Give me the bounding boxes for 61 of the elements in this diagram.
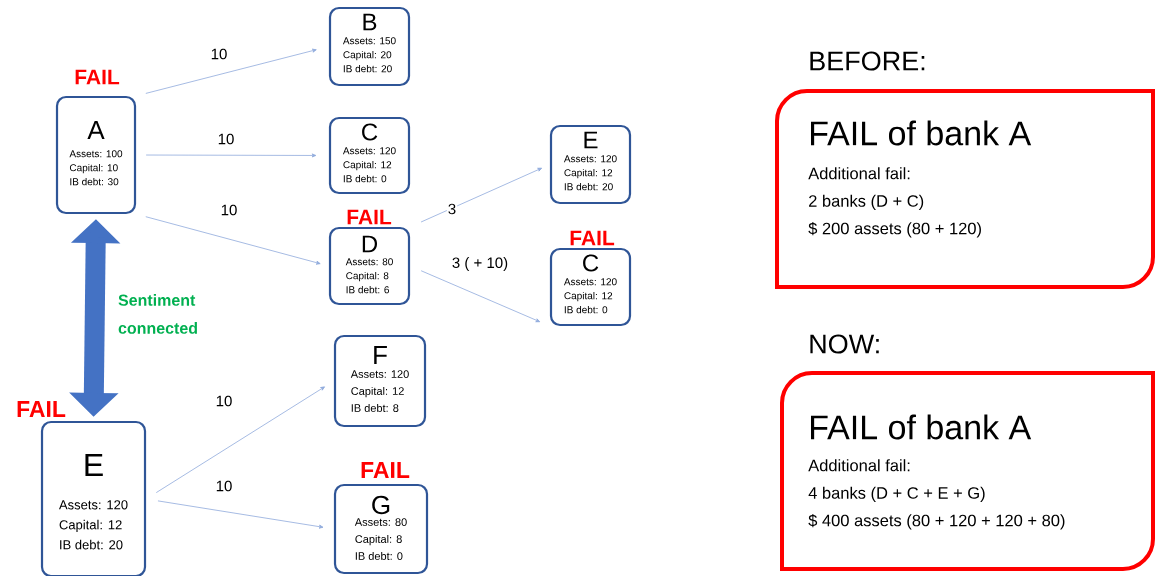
node-label: $ 400 assets (80 + 120 + 120 + 80) <box>808 513 1065 530</box>
node-label: Additional fail: <box>808 459 910 472</box>
edge-label: 10 <box>214 479 234 493</box>
edge-label: 10 <box>216 132 236 146</box>
node-label: E <box>85 453 103 476</box>
heading: NOW: <box>810 334 879 354</box>
edge-label: 3 ( + 10) <box>450 256 510 272</box>
node-label: A <box>87 121 105 139</box>
node-label: Capital: 8 <box>346 271 389 282</box>
arrow <box>145 153 317 158</box>
arrow <box>420 167 543 223</box>
node-label: Additional fail: <box>808 167 910 180</box>
node-label: IB debt: 30 <box>70 177 119 186</box>
node-label: D <box>362 235 378 253</box>
bank-box: F Assets: 120 Capital: 12 IB debt: 8 <box>333 334 427 428</box>
node-label: Assets: 80 <box>345 258 393 266</box>
arrow <box>420 270 541 323</box>
bank-box: A Assets: 100 Capital: 10 IB debt: 30 <box>55 95 137 215</box>
node-label: C <box>583 254 599 272</box>
fail-label: FAIL <box>75 69 120 85</box>
bank-box: G Assets: 80 Capital: 8 IB debt: 0 <box>333 483 429 575</box>
node-label: Capital: 12 <box>564 291 613 302</box>
bank-box: B Assets: 150 Capital: 20 IB debt: 20 <box>328 6 411 87</box>
edge-label: 10 <box>209 47 229 61</box>
node-label: Capital: 10 <box>69 163 118 174</box>
node-label: IB debt: 6 <box>346 285 389 294</box>
fail-label: FAIL <box>17 401 66 417</box>
node-label: IB debt: 20 <box>60 539 123 550</box>
arrow <box>145 216 321 265</box>
node-label: FAIL of bank A <box>811 414 1032 440</box>
node-label: G <box>372 495 390 515</box>
node-label: Assets: 100 <box>69 150 123 158</box>
arrow <box>157 500 324 529</box>
node-label: 4 banks (D + C + E + G) <box>808 486 985 503</box>
node-label: FAIL of bank A <box>811 120 1032 146</box>
arrow <box>145 48 317 94</box>
node-label: Capital: 8 <box>355 534 402 546</box>
bank-box: E Assets: 120 Capital: 12 IB debt: 20 <box>549 124 632 205</box>
node-label: $ 200 assets (80 + 120) <box>808 221 981 238</box>
arrow <box>155 386 325 493</box>
summary-box: FAIL of bank A Additional fail: 2 banks (D + C) $ 200 assets (80 + 120) <box>775 89 1155 289</box>
edge-label: 10 <box>214 394 234 408</box>
bank-box: D Assets: 80 Capital: 8 IB debt: 6 <box>328 226 411 306</box>
node-label: Capital: 12 <box>59 519 122 532</box>
bank-box: C Assets: 120 Capital: 12 IB debt: 0 <box>328 116 411 195</box>
edge-label: 3 <box>446 202 458 216</box>
edge-label: 10 <box>219 203 239 217</box>
node-label: IB debt: 0 <box>355 551 403 560</box>
bank-box: E Assets: 120 Capital: 12 IB debt: 20 <box>40 420 147 576</box>
node-label: IB debt: 0 <box>564 305 608 314</box>
edge-label: Sentiment connected <box>118 294 197 334</box>
heading: BEFORE: <box>810 51 925 71</box>
bank-box: C Assets: 120 Capital: 12 IB debt: 0 <box>549 247 632 327</box>
summary-box: FAIL of bank A Additional fail: 4 banks (D + C + E + G) $ 400 assets (80 + 120 + 120 + 80) <box>780 371 1155 571</box>
node-label: 2 banks (D + C) <box>809 194 924 211</box>
fail-label: FAIL <box>361 462 410 478</box>
node-label: Assets: 80 <box>354 518 407 526</box>
node-label: Assets: 120 <box>563 278 617 286</box>
node-label: Assets: 120 <box>58 500 128 510</box>
fail-label: FAIL <box>347 209 392 225</box>
fail-label: FAIL <box>570 230 615 246</box>
